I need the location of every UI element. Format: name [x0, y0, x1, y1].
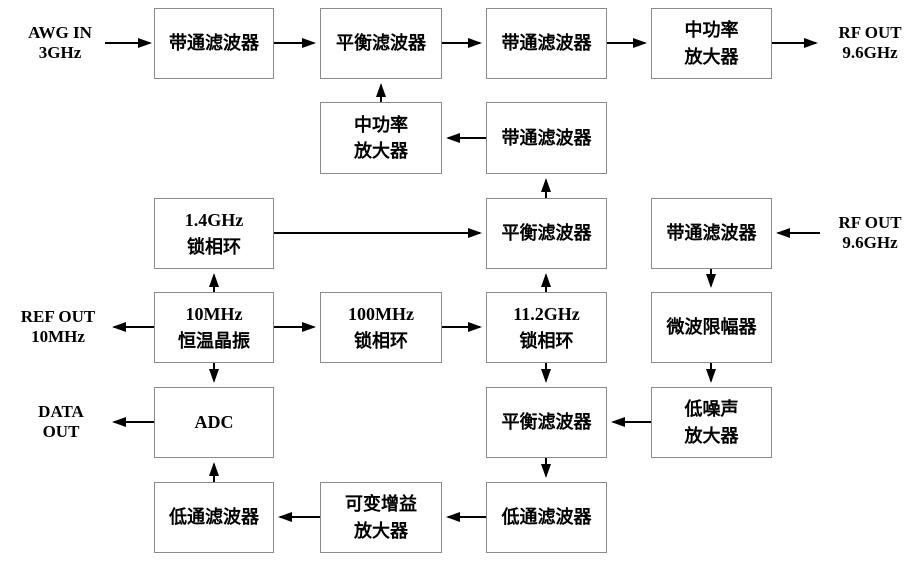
io-label-line: REF OUT — [20, 307, 96, 327]
node-label: 放大器 — [684, 425, 739, 446]
node-bandpass-filter-mid: 带通滤波器 — [486, 102, 607, 174]
io-label-line: OUT — [42, 422, 80, 441]
io-label-line: AWG IN — [28, 23, 92, 43]
node-label: 锁相环 — [354, 330, 408, 351]
node-label: 恒温晶振 — [178, 330, 250, 351]
node-bandpass-filter-tx-2: 带通滤波器 — [486, 8, 607, 79]
node-balanced-filter-rx: 平衡滤波器 — [486, 387, 607, 458]
io-label-line: DATA — [38, 402, 84, 422]
node-adc: ADC — [154, 387, 274, 458]
node-label: 10MHz — [185, 304, 243, 325]
node-mid-power-amp-out: 中功率 放大器 — [651, 8, 772, 79]
node-pll-100mhz: 100MHz 锁相环 — [320, 292, 442, 363]
node-bandpass-filter-tx-1: 带通滤波器 — [154, 8, 274, 79]
io-label-awg-in: AWG IN 3GHz — [10, 21, 110, 65]
io-label-line: 9.6GHz — [842, 43, 898, 62]
io-label-line: 3GHz — [38, 43, 82, 62]
node-label: 带通滤波器 — [501, 127, 592, 148]
node-ocxo-10mhz: 10MHz 恒温晶振 — [154, 292, 274, 363]
node-label: 带通滤波器 — [169, 33, 259, 54]
io-label-line: RF OUT — [838, 213, 902, 233]
node-pll-1-4ghz: 1.4GHz 锁相环 — [154, 198, 274, 269]
node-mid-power-amp-mid: 中功率 放大器 — [320, 102, 442, 174]
io-label-line: 9.6GHz — [842, 233, 898, 252]
node-label: 100MHz — [348, 304, 414, 325]
node-variable-gain-amp: 可变增益 放大器 — [320, 482, 442, 553]
node-bandpass-filter-rx: 带通滤波器 — [651, 198, 772, 269]
node-label: 中功率 — [684, 20, 739, 41]
node-label: ADC — [194, 412, 234, 433]
io-label-line: RF OUT — [838, 23, 902, 43]
node-label: 平衡滤波器 — [501, 412, 592, 433]
node-label: 放大器 — [354, 141, 408, 161]
node-label: 锁相环 — [519, 330, 574, 351]
node-label: 放大器 — [354, 520, 408, 541]
node-label: 带通滤波器 — [501, 33, 592, 54]
node-balanced-filter-tx: 平衡滤波器 — [320, 8, 442, 79]
node-label: 11.2GHz — [513, 304, 580, 325]
node-microwave-limiter: 微波限幅器 — [651, 292, 772, 363]
node-label: 平衡滤波器 — [501, 223, 592, 244]
node-label: 锁相环 — [187, 236, 241, 257]
node-label: 可变增益 — [345, 494, 417, 515]
io-label-line: 10MHz — [31, 327, 85, 346]
io-label-rf-out-right: RF OUT 9.6GHz — [824, 211, 916, 255]
node-label: 低噪声 — [684, 399, 739, 420]
node-label: 低通滤波器 — [501, 507, 592, 528]
node-label: 1.4GHz — [184, 210, 244, 231]
node-label: 中功率 — [354, 114, 408, 135]
node-label: 微波限幅器 — [666, 317, 757, 338]
node-lowpass-filter-in: 低通滤波器 — [486, 482, 607, 553]
node-label: 平衡滤波器 — [336, 33, 426, 54]
io-label-rf-out-top: RF OUT 9.6GHz — [824, 21, 916, 65]
io-label-ref-out: REF OUT 10MHz — [6, 305, 110, 349]
node-balanced-filter-lo: 平衡滤波器 — [486, 198, 607, 269]
node-label: 放大器 — [684, 46, 739, 67]
node-label: 低通滤波器 — [169, 507, 259, 528]
node-lowpass-filter-out: 低通滤波器 — [154, 482, 274, 553]
node-pll-11-2ghz: 11.2GHz 锁相环 — [486, 292, 607, 363]
node-label: 带通滤波器 — [666, 223, 757, 244]
io-label-data-out: DATA OUT — [16, 400, 106, 444]
node-low-noise-amp: 低噪声 放大器 — [651, 387, 772, 458]
